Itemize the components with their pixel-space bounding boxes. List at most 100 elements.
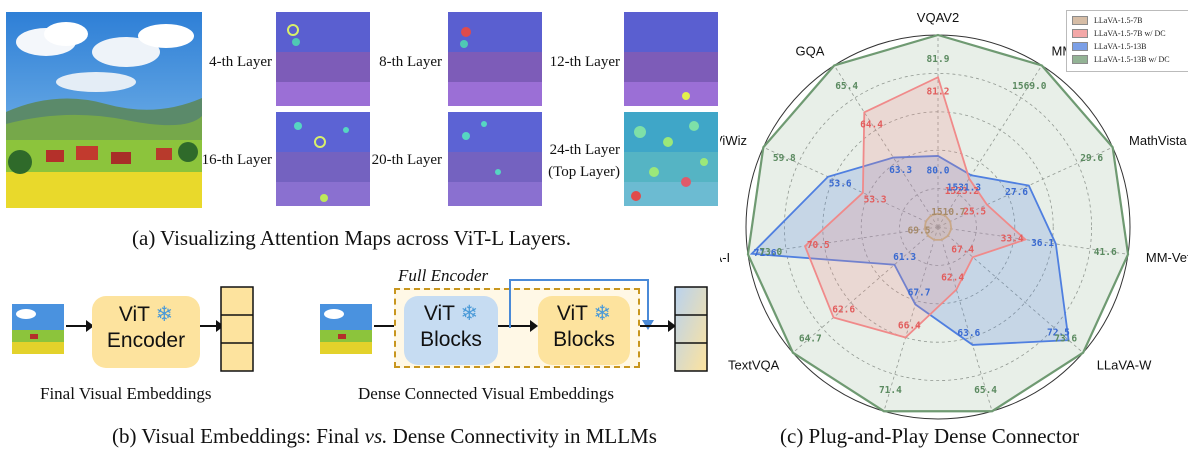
spoke-MathVista — [937, 146, 1113, 228]
caption-b-post: Dense Connectivity in MLLMs — [387, 424, 657, 448]
arrow-blocks1-to-blocks2 — [498, 316, 538, 336]
snowflake-icon: ❄ — [155, 303, 174, 326]
data-label: 36.1 — [1031, 238, 1054, 249]
attention-map-12 — [624, 12, 718, 106]
legend-item: LLaVA-1.5-13B — [1067, 40, 1188, 53]
legend-label: LLaVA-1.5-13B w/ DC — [1094, 55, 1170, 64]
axis-label: SQA-I — [720, 250, 730, 265]
axis-label: TextVQA — [728, 358, 780, 373]
data-label: 71.4 — [879, 385, 902, 396]
arrow-encoder-to-embeddings — [200, 316, 224, 336]
input-image-right — [320, 304, 372, 354]
arrow-input-to-encoder — [64, 316, 94, 336]
data-label: 67.4 — [951, 244, 974, 255]
data-label: 67.7 — [908, 287, 931, 298]
spoke-MMB — [883, 226, 939, 412]
radar-chart: VQAV2MMEMathVistaMM-VetLLaVA-WMMB_CNMMBT… — [720, 10, 1188, 420]
arrow-blocks2-to-embeddings — [640, 316, 676, 336]
data-label: 64.4 — [860, 120, 883, 131]
vit-blocks-1-line2: Blocks — [420, 328, 482, 351]
legend-swatch — [1072, 29, 1088, 38]
legend-swatch — [1072, 55, 1088, 64]
legend-item: LLaVA-1.5-13B w/ DC — [1067, 53, 1188, 66]
spoke-MMB_CN — [937, 226, 993, 412]
spoke-TextVQA — [792, 226, 939, 354]
data-label: 25.5 — [963, 206, 986, 217]
axis-label: GQA — [796, 43, 825, 58]
attention-map-20 — [448, 112, 542, 206]
data-label: 65.4 — [835, 81, 858, 92]
data-label: 27.6 — [1005, 187, 1028, 198]
data-label: 63.6 — [957, 328, 980, 339]
data-label: 71.6 — [754, 248, 777, 259]
caption-b: (b) Visual Embeddings: Final vs. Dense C… — [112, 424, 657, 449]
axis-label: LLaVA-W — [1097, 358, 1152, 373]
data-label: 70.5 — [807, 240, 830, 251]
legend-swatch — [1072, 42, 1088, 51]
data-label: 33.4 — [1001, 234, 1024, 245]
caption-a: (a) Visualizing Attention Maps across Vi… — [132, 226, 571, 250]
layer-label-8: 8-th Layer — [379, 54, 442, 70]
spoke-SQA-I — [747, 226, 939, 255]
vit-blocks-2-line2: Blocks — [553, 328, 615, 351]
caption-b-pre: (b) Visual Embeddings: Final — [112, 424, 365, 448]
data-label: 69.5 — [908, 226, 931, 237]
input-image-left — [12, 304, 64, 354]
dense-skip-connection-arrow — [500, 268, 660, 334]
axis-label: VQAV2 — [917, 10, 959, 25]
data-label: 81.9 — [927, 54, 950, 65]
snowflake-icon: ❄ — [460, 302, 479, 325]
series-llava-1-5-7b-w-dc — [803, 75, 1028, 339]
series-llava-1-5-7b — [923, 212, 953, 241]
data-label: 73.0 — [759, 247, 782, 258]
dense-visual-embeddings-label: Dense Connected Visual Embeddings — [358, 384, 614, 403]
dense-embeddings-stack — [674, 286, 708, 372]
full-encoder-label: Full Encoder — [398, 266, 489, 285]
legend-label: LLaVA-1.5-13B — [1094, 42, 1147, 51]
data-label: 64.7 — [799, 334, 822, 345]
data-label: 72.5 — [1047, 327, 1070, 338]
legend: LLaVA-1.5-7B LLaVA-1.5-7B w/ DC LLaVA-1.5-… — [1066, 10, 1188, 72]
vit-encoder-box: ViT ❄ Encoder — [92, 296, 200, 368]
axis-label: ViWiz — [720, 133, 747, 148]
vit-encoder-line2: Encoder — [106, 329, 186, 352]
data-label: 81.2 — [927, 87, 950, 98]
data-label: 65.4 — [974, 385, 997, 396]
series-llava-1-5-13b — [749, 155, 1070, 346]
grid-ring-4 — [783, 72, 1093, 382]
data-label: 29.6 — [1080, 153, 1103, 164]
data-label: 62.6 — [832, 305, 855, 316]
grid-ring-2 — [860, 149, 1016, 305]
legend-item: LLaVA-1.5-7B — [1067, 14, 1188, 27]
legend-swatch — [1072, 16, 1088, 25]
legend-label: LLaVA-1.5-7B w/ DC — [1094, 29, 1166, 38]
data-label: 62.4 — [941, 273, 964, 284]
vit-blocks-2-line1: ViT — [556, 302, 588, 325]
data-label: 53.6 — [829, 178, 852, 189]
axis-label: MM-Vet — [1146, 250, 1188, 265]
data-label: 63.3 — [889, 165, 912, 176]
data-label: 41.6 — [1094, 247, 1117, 258]
landscape-image — [6, 12, 202, 208]
layer-label-12: 12-th Layer — [549, 54, 620, 70]
legend-label: LLaVA-1.5-7B — [1094, 16, 1143, 25]
caption-b-em: vs. — [364, 424, 388, 448]
axis-label: MathVista — [1129, 133, 1187, 148]
top-layer-note: (Top Layer) — [548, 164, 620, 180]
spoke-LLaVA-W — [937, 226, 1084, 354]
data-label: 53.3 — [864, 194, 887, 205]
layer-label-24: 24-th Layer — [549, 142, 620, 158]
layer-label-16: 16-th Layer — [201, 152, 272, 168]
snowflake-icon: ❄ — [593, 302, 612, 325]
data-label: 1523.2 — [945, 186, 979, 197]
vit-blocks-box-1: ViT ❄ Blocks — [404, 296, 498, 365]
attention-map-16 — [276, 112, 370, 206]
final-embeddings-stack — [220, 286, 254, 372]
data-label: 59.8 — [773, 153, 796, 164]
data-label: 1569.0 — [1012, 81, 1047, 92]
attention-map-24 — [624, 112, 718, 206]
attention-map-4 — [276, 12, 370, 106]
series-llava-1-5-13b-w-dc — [746, 33, 1130, 413]
vit-encoder-line1: ViT — [118, 303, 150, 326]
final-visual-embeddings-label: Final Visual Embeddings — [40, 384, 212, 403]
